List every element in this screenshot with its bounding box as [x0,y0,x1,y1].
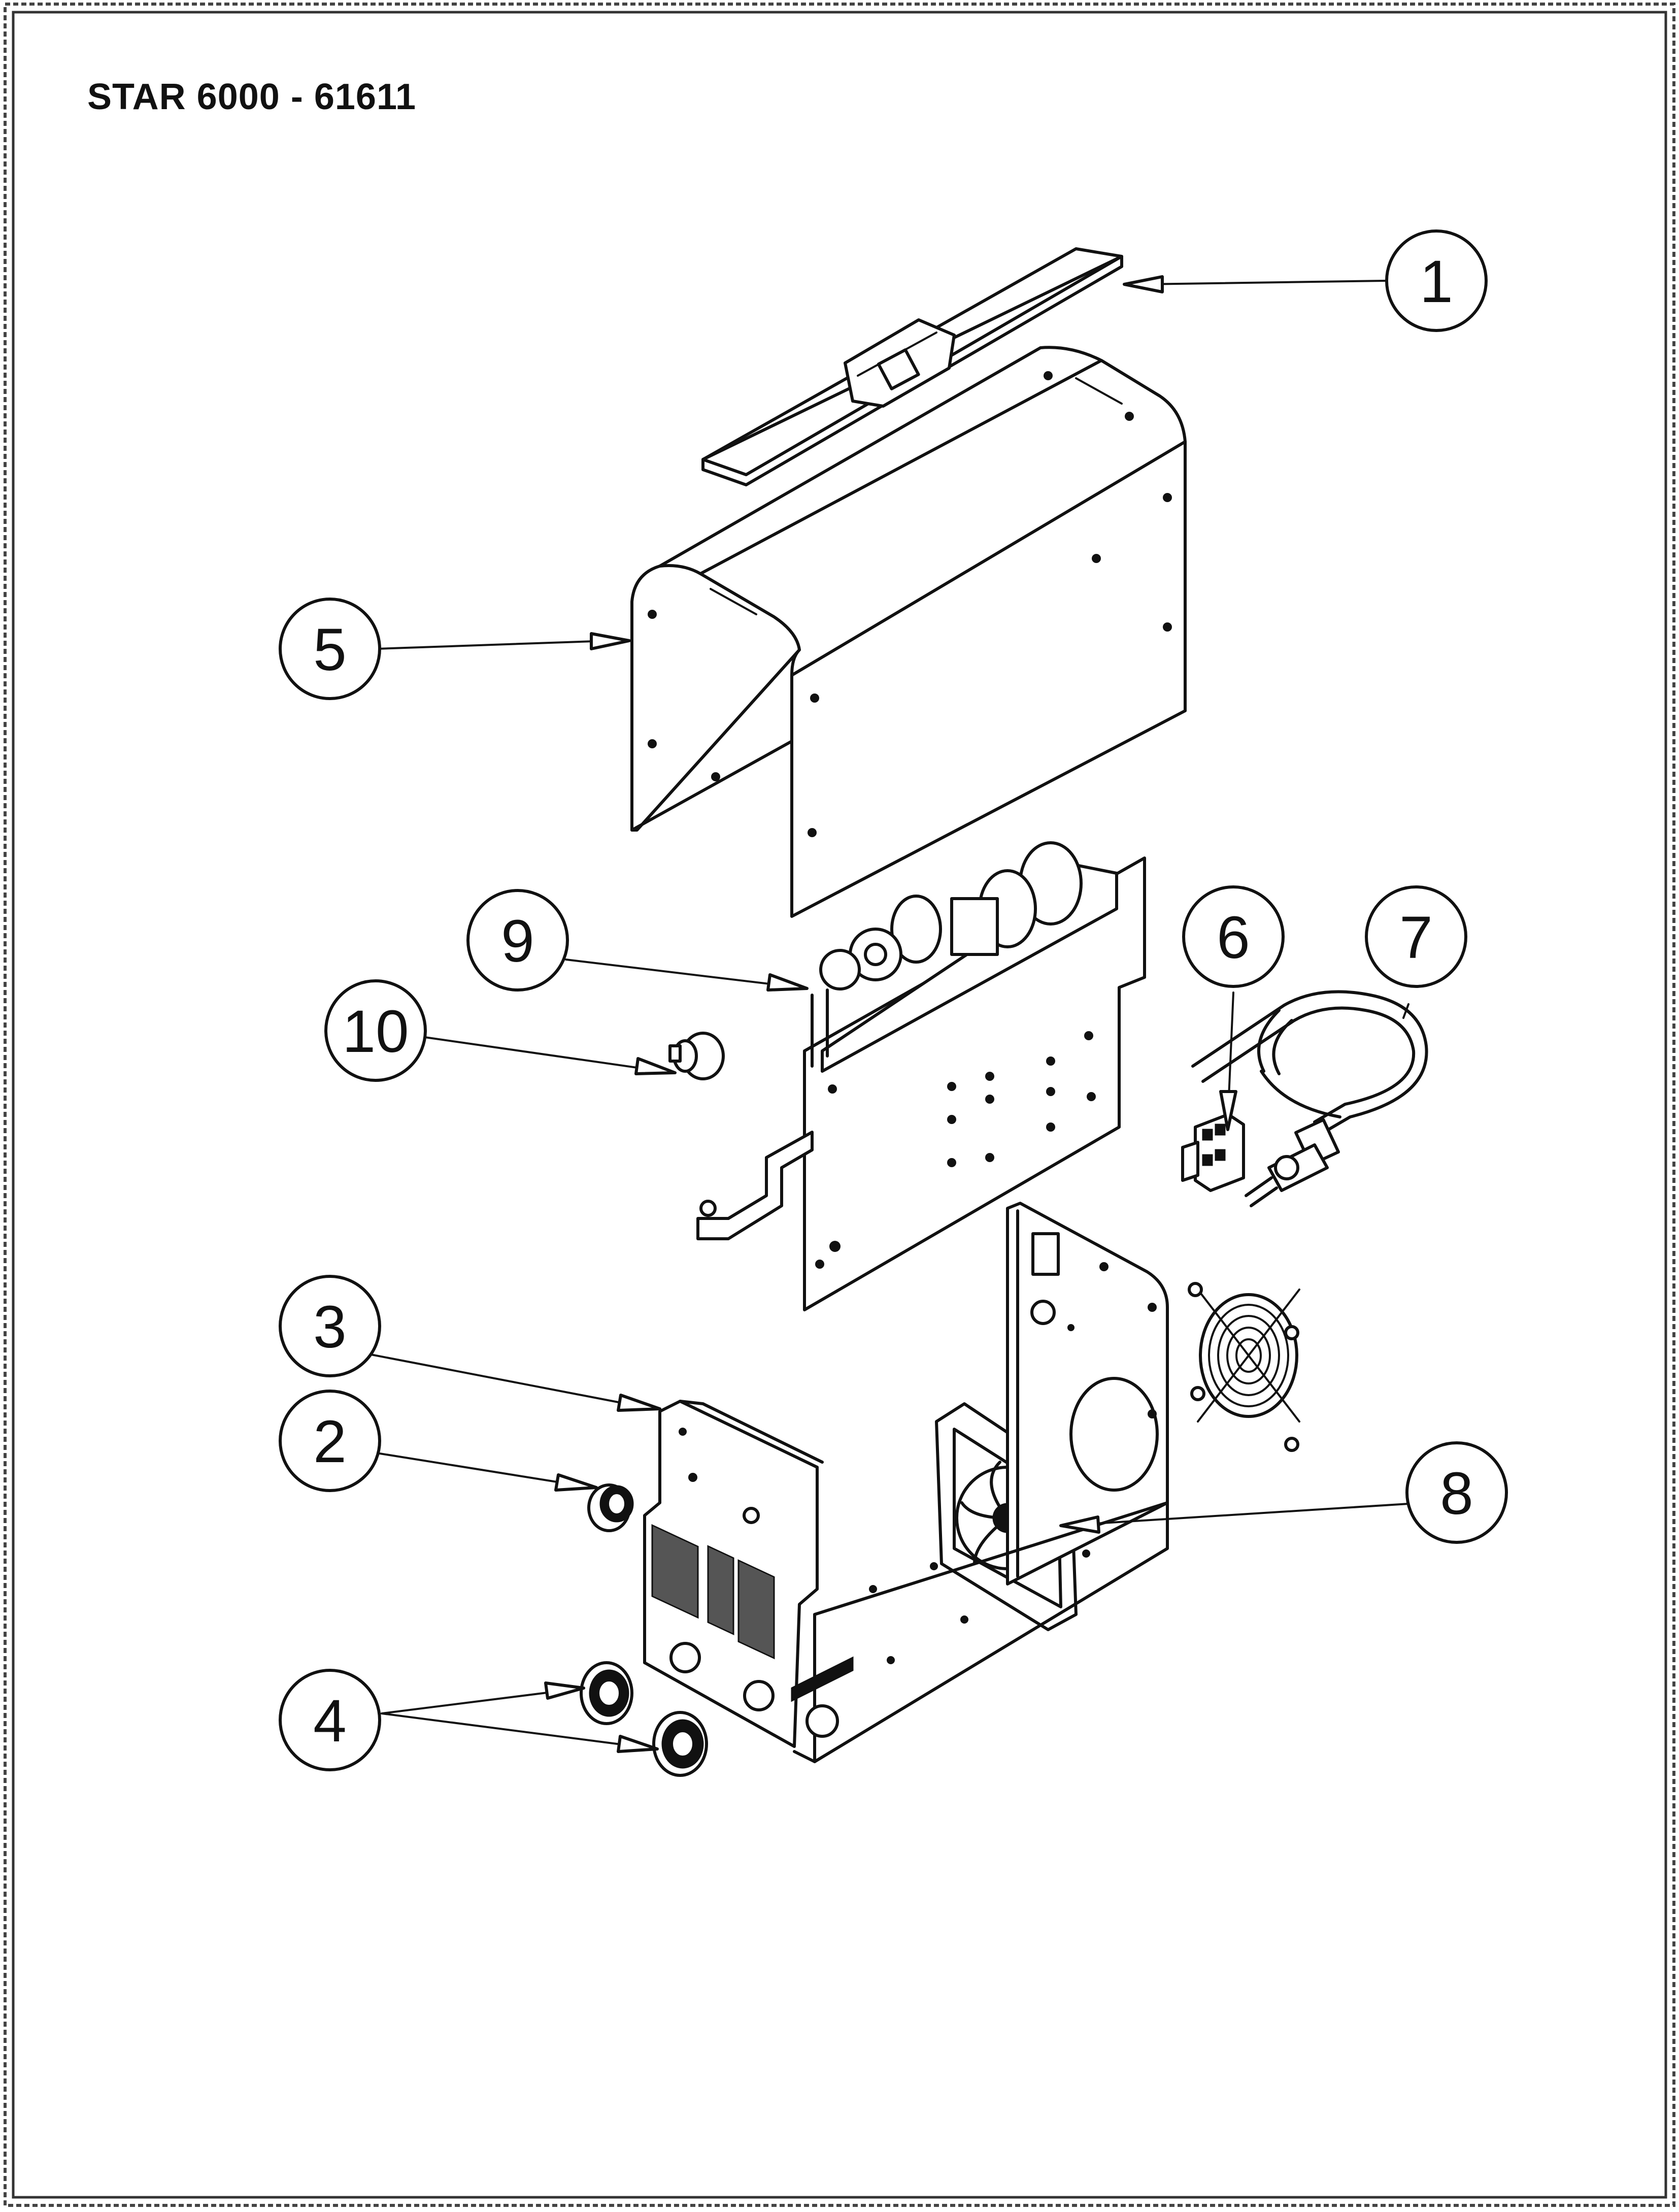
part-carrying-strap [701,247,1123,486]
part-power-switch [1181,1113,1245,1192]
callout-4: 4 [279,1669,381,1771]
callout-10: 10 [324,979,427,1082]
part-main-pcb [696,841,1146,1311]
callout-10-label: 10 [342,998,409,1065]
callout-8-label: 8 [1440,1460,1473,1527]
part-control-knob [587,1483,634,1532]
callout-5-label: 5 [313,616,347,683]
part-potentiometer [668,1032,725,1080]
callout-3: 3 [279,1275,381,1377]
part-housing-cover [630,346,1187,918]
part-front-panel [643,1400,854,1748]
callout-7-label: 7 [1399,904,1433,971]
page-border [4,3,1675,2207]
leader-lines [362,275,1409,1753]
callout-2-label: 2 [313,1408,347,1475]
callout-1-label: 1 [1420,248,1453,315]
part-dinse-socket-lower [652,1711,708,1777]
callout-4-label: 4 [313,1688,347,1755]
page-inner-border [12,11,1667,2199]
callout-8: 8 [1405,1441,1508,1544]
callout-2: 2 [279,1390,381,1492]
part-dinse-socket-upper [580,1661,633,1725]
page-title: STAR 6000 - 61611 [87,77,417,117]
callout-6-label: 6 [1217,904,1250,971]
callout-9-label: 9 [501,908,534,975]
callout-3-label: 3 [313,1294,347,1361]
part-power-cord [1191,990,1428,1207]
callout-7: 7 [1365,885,1467,988]
callout-6: 6 [1182,885,1285,988]
callout-1: 1 [1385,229,1488,332]
callout-9: 9 [466,889,569,992]
callout-5: 5 [279,598,381,700]
fan-guard [1188,1282,1300,1452]
front-vent-grille [651,1524,775,1660]
